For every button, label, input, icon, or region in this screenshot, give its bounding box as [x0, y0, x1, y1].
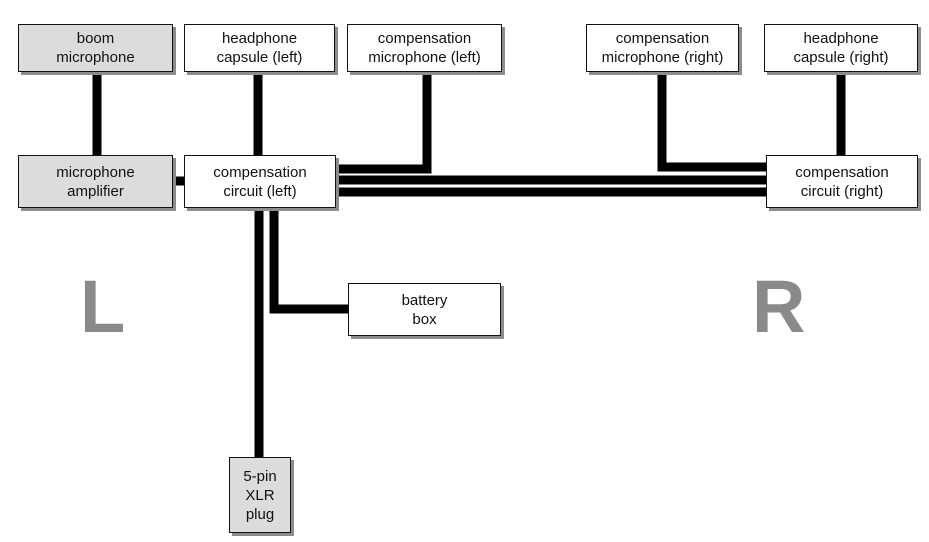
wire-comp-mic-left-to-circuit-left: [336, 72, 432, 174]
headphone-capsule-left-label-line-2: capsule (left): [216, 49, 303, 66]
battery-box-label-line-1: battery: [401, 291, 448, 309]
compensation-circuit-left-label-line-2: circuit (left): [223, 182, 297, 200]
headphone-capsule-right-box: headphone capsule (right): [764, 24, 918, 72]
xlr-plug-label-line-2: XLR: [245, 486, 275, 504]
compensation-microphone-left-box: compensation microphone (left): [347, 24, 502, 72]
battery-box: battery box: [348, 283, 501, 336]
wire-circuit-left-to-battery-box: [269, 208, 348, 314]
boom-microphone-label-line-1: boom: [76, 30, 115, 47]
left-channel-label: L: [80, 265, 126, 348]
compensation-microphone-right-label-line-1: compensation: [615, 30, 710, 47]
compensation-microphone-left-label-line-1: compensation: [377, 30, 472, 47]
compensation-circuit-right-box: compensation circuit (right): [766, 155, 918, 208]
battery-box-label-line-2: box: [412, 310, 437, 328]
microphone-amplifier-box: microphone amplifier: [18, 155, 173, 208]
compensation-microphone-right-box: compensation microphone (right): [586, 24, 739, 72]
microphone-amplifier-label-line-1: microphone: [56, 163, 135, 181]
compensation-microphone-left-label-line-2: microphone (left): [368, 49, 481, 66]
compensation-circuit-right-label-line-1: compensation: [795, 163, 889, 181]
xlr-plug-box: 5-pin XLR plug: [229, 457, 291, 533]
xlr-plug-label-line-3: plug: [245, 505, 275, 523]
right-channel-label: R: [752, 265, 806, 348]
headphone-capsule-left-label-line-1: headphone: [221, 30, 298, 47]
compensation-circuit-left-label-line-1: compensation: [213, 163, 307, 181]
boom-microphone-label-line-2: microphone: [56, 49, 135, 66]
headphone-capsule-right-label-line-1: headphone: [803, 30, 879, 47]
wire-comp-mic-right-to-circuit-right: [657, 72, 767, 172]
xlr-plug-label-line-1: 5-pin: [243, 467, 277, 485]
headphone-capsule-left-box: headphone capsule (left): [184, 24, 335, 72]
compensation-microphone-right-label-line-2: microphone (right): [601, 49, 724, 66]
compensation-circuit-right-label-line-2: circuit (right): [800, 182, 884, 200]
compensation-circuit-left-box: compensation circuit (left): [184, 155, 336, 208]
microphone-amplifier-label-line-2: amplifier: [67, 182, 124, 200]
headphone-capsule-right-label-line-2: capsule (right): [793, 49, 889, 66]
boom-microphone-box: boom microphone: [18, 24, 173, 72]
